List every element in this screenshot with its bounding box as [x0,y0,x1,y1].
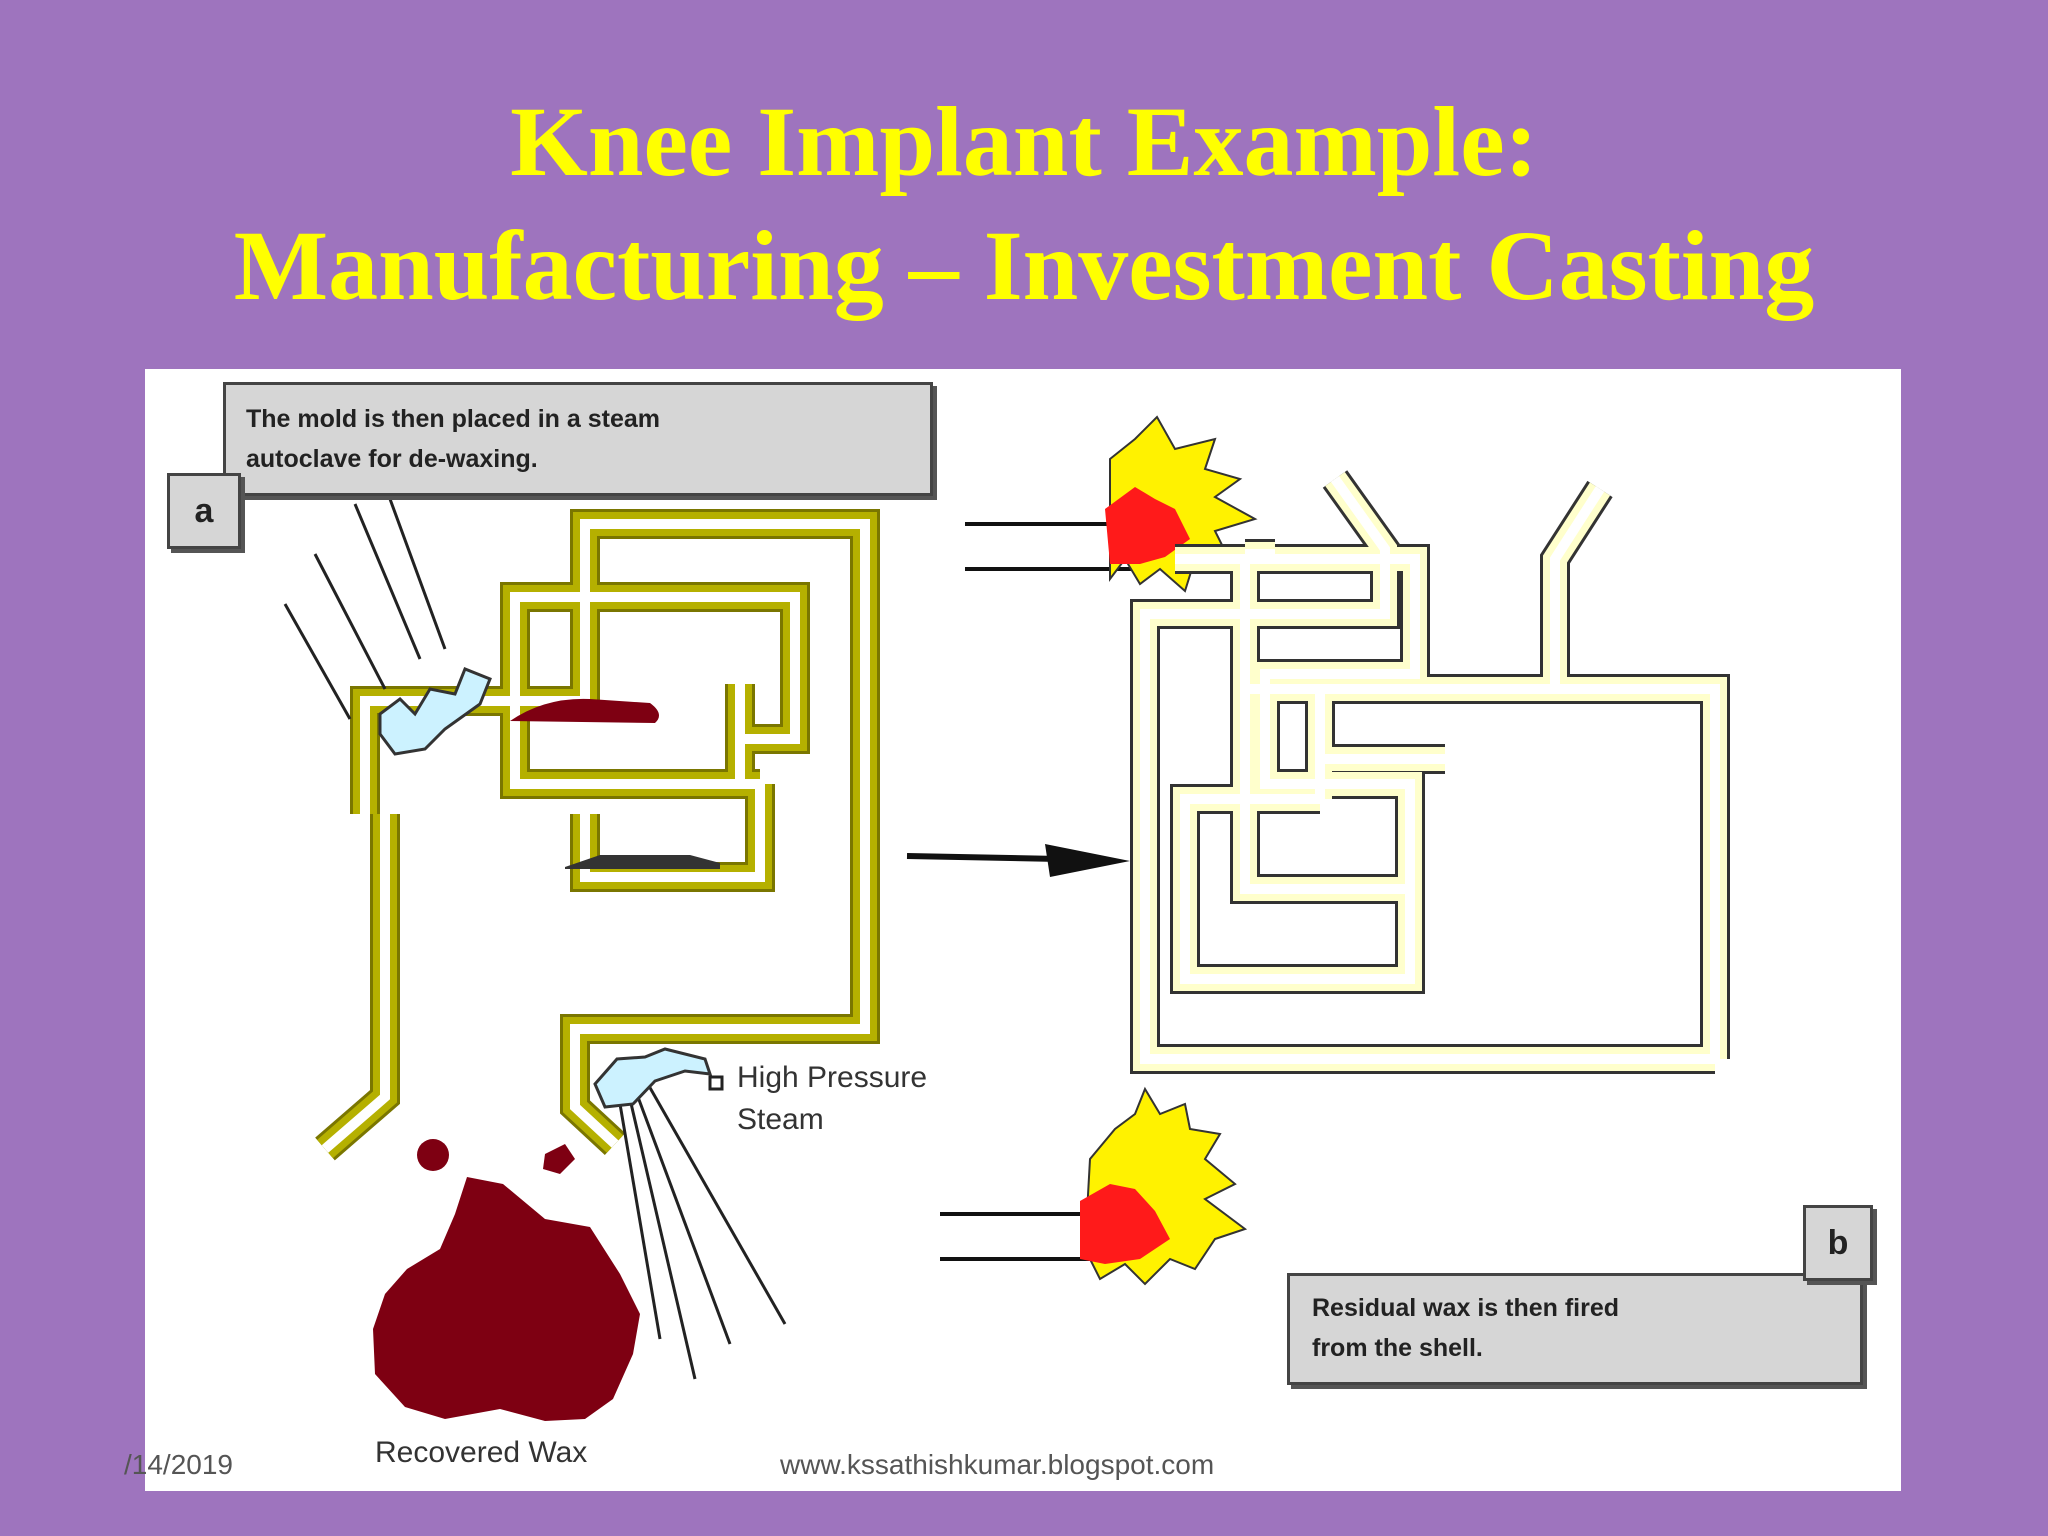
fired-shell-b [1145,479,1715,1059]
steam-lines-top [283,498,447,720]
wax-drop-right [543,1144,575,1174]
steam-puff-top [378,667,492,756]
steam-label: High Pressure Steam [737,1057,997,1141]
process-arrow [906,844,1130,877]
slide-title-line1: Knee Implant Example: [510,86,1538,197]
wax-residue-lower [565,855,720,869]
slide-title-line2: Manufacturing – Investment Casting [233,210,1815,321]
investment-casting-figure: The mold is then placed in a steam autoc… [145,369,1901,1491]
steam-label-line2: Steam [737,1103,824,1136]
footer-url: www.kssathishkumar.blogspot.com [780,1449,1215,1480]
flame-inner-top [1105,487,1190,564]
panel-letter-a: a [167,473,241,549]
wax-residue-upper [510,698,659,723]
steam-label-line1: High Pressure [737,1061,928,1094]
flame-inner-bottom [1080,1184,1170,1264]
burner-bottom [940,1086,1248,1286]
footer-date: /14/2019 [124,1449,233,1480]
wax-drop-left [417,1139,449,1171]
steam-nozzle [708,1075,724,1091]
caption-b-line2: from the shell. [1312,1334,1483,1362]
caption-a-line2: autoclave for de-waxing. [246,445,538,473]
recovered-wax-label: Recovered Wax [375,1436,588,1469]
recovered-wax-blob [373,1177,640,1421]
panel-letter-b: b [1803,1205,1873,1281]
steam-puff-bottom [593,1047,713,1109]
casting-diagram [283,415,1901,1421]
caption-a: The mold is then placed in a steam autoc… [223,382,933,496]
caption-b: Residual wax is then fired from the shel… [1287,1273,1863,1385]
steam-lines-bottom [618,1078,787,1380]
mold-shell-a [325,524,865,1149]
caption-a-line1: The mold is then placed in a steam [246,405,660,433]
caption-b-line1: Residual wax is then fired [1312,1294,1620,1322]
slide-title: Knee Implant Example: Manufacturing – In… [0,80,2048,328]
